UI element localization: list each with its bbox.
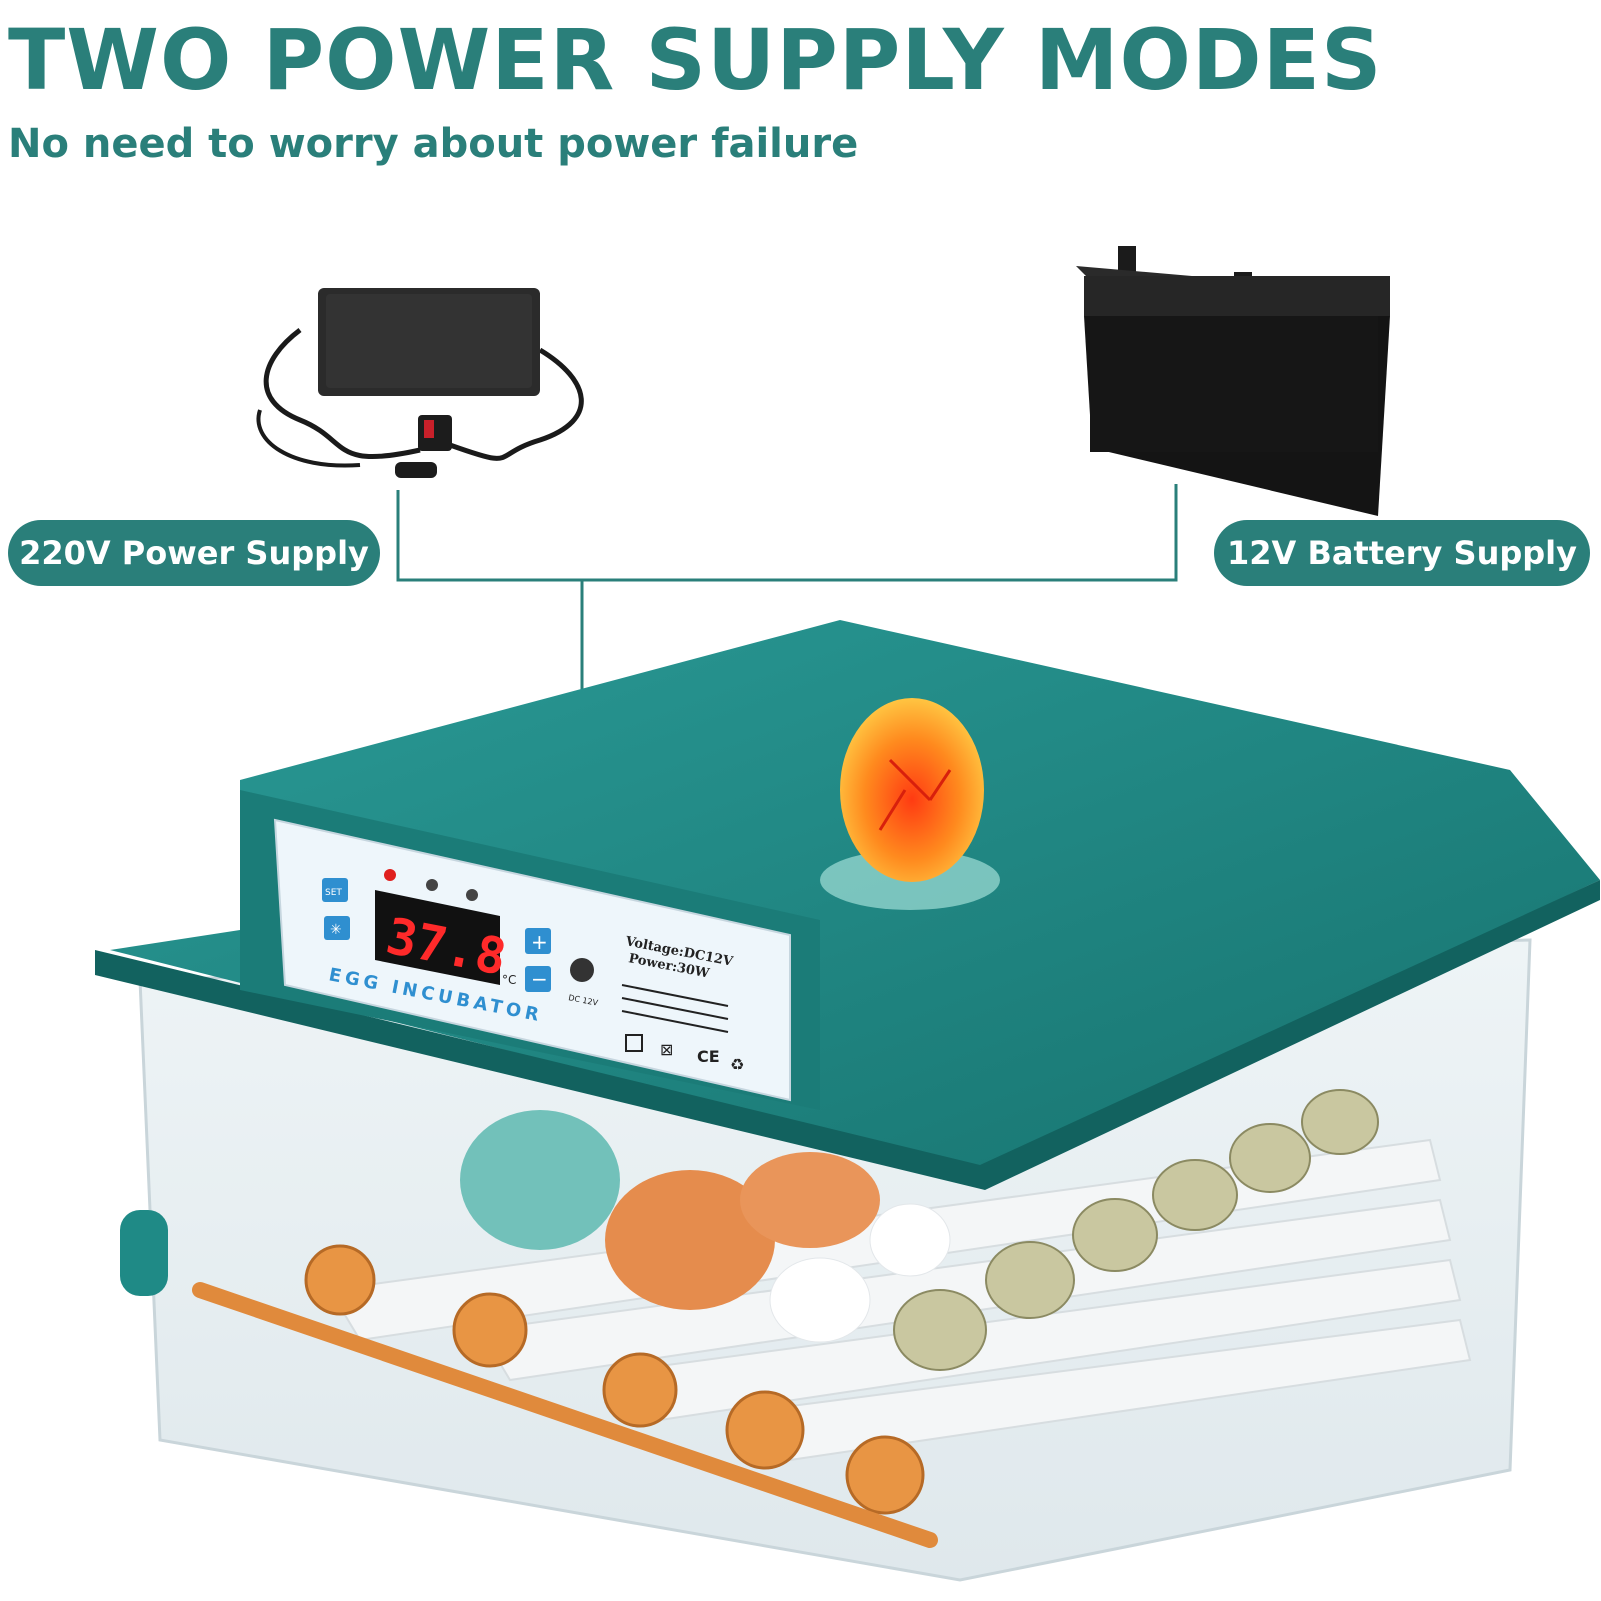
weee-bin-icon: ⊠ xyxy=(660,1040,673,1059)
dc-port[interactable] xyxy=(570,958,594,982)
quail-egg xyxy=(1229,1123,1311,1193)
turning-gear xyxy=(304,1244,376,1316)
power-adapter-icon xyxy=(256,288,584,478)
minus-button[interactable]: − xyxy=(525,966,551,992)
set-button[interactable]: SET xyxy=(322,878,348,902)
headline-title: TWO POWER SUPPLY MODES xyxy=(8,11,1383,109)
svg-text:+: + xyxy=(531,930,548,954)
flame-indicator-icon xyxy=(384,869,396,881)
white-egg xyxy=(869,1203,951,1277)
recycle-icon: ♻ xyxy=(730,1055,744,1074)
temperature-unit: °C xyxy=(502,973,516,987)
double-insulation-icon xyxy=(625,1034,643,1052)
car-battery-icon xyxy=(1076,246,1390,516)
quail-egg xyxy=(1072,1198,1158,1272)
turning-gear xyxy=(602,1352,678,1428)
light-button-icon: ✳ xyxy=(330,922,342,938)
svg-text:−: − xyxy=(531,967,548,991)
quail-egg xyxy=(1152,1159,1238,1231)
alert-indicator-icon xyxy=(466,889,478,901)
label-220v-power-supply: 220V Power Supply xyxy=(8,520,380,586)
incubator-body xyxy=(120,938,1532,1582)
white-egg xyxy=(769,1257,871,1343)
quail-egg xyxy=(893,1289,987,1371)
temperature-display xyxy=(375,890,500,985)
control-panel: 37.8 °C SET ✳ + − DC 12V EGG INCUBATOR V… xyxy=(273,818,791,1102)
quail-egg xyxy=(985,1241,1075,1319)
quail-egg xyxy=(1301,1089,1379,1155)
headline-subtitle: No need to worry about power failure xyxy=(8,121,859,167)
ce-mark: CE xyxy=(697,1047,720,1066)
side-knob[interactable] xyxy=(120,1210,168,1296)
brown-egg xyxy=(740,1152,880,1248)
svg-text:SET: SET xyxy=(325,888,342,898)
label-12v-battery-supply: 12V Battery Supply xyxy=(1214,520,1590,586)
egg-candler-icon xyxy=(820,698,1000,910)
turning-gear xyxy=(725,1390,805,1470)
teal-egg xyxy=(460,1110,620,1250)
brown-egg xyxy=(605,1170,775,1310)
plus-button[interactable]: + xyxy=(525,928,551,954)
turning-gear xyxy=(452,1292,528,1368)
turning-gear xyxy=(845,1435,925,1515)
fan-indicator-icon xyxy=(426,879,438,891)
light-button[interactable]: ✳ xyxy=(324,916,350,940)
vent-lines xyxy=(621,984,729,1033)
worm-shaft xyxy=(192,1282,938,1548)
